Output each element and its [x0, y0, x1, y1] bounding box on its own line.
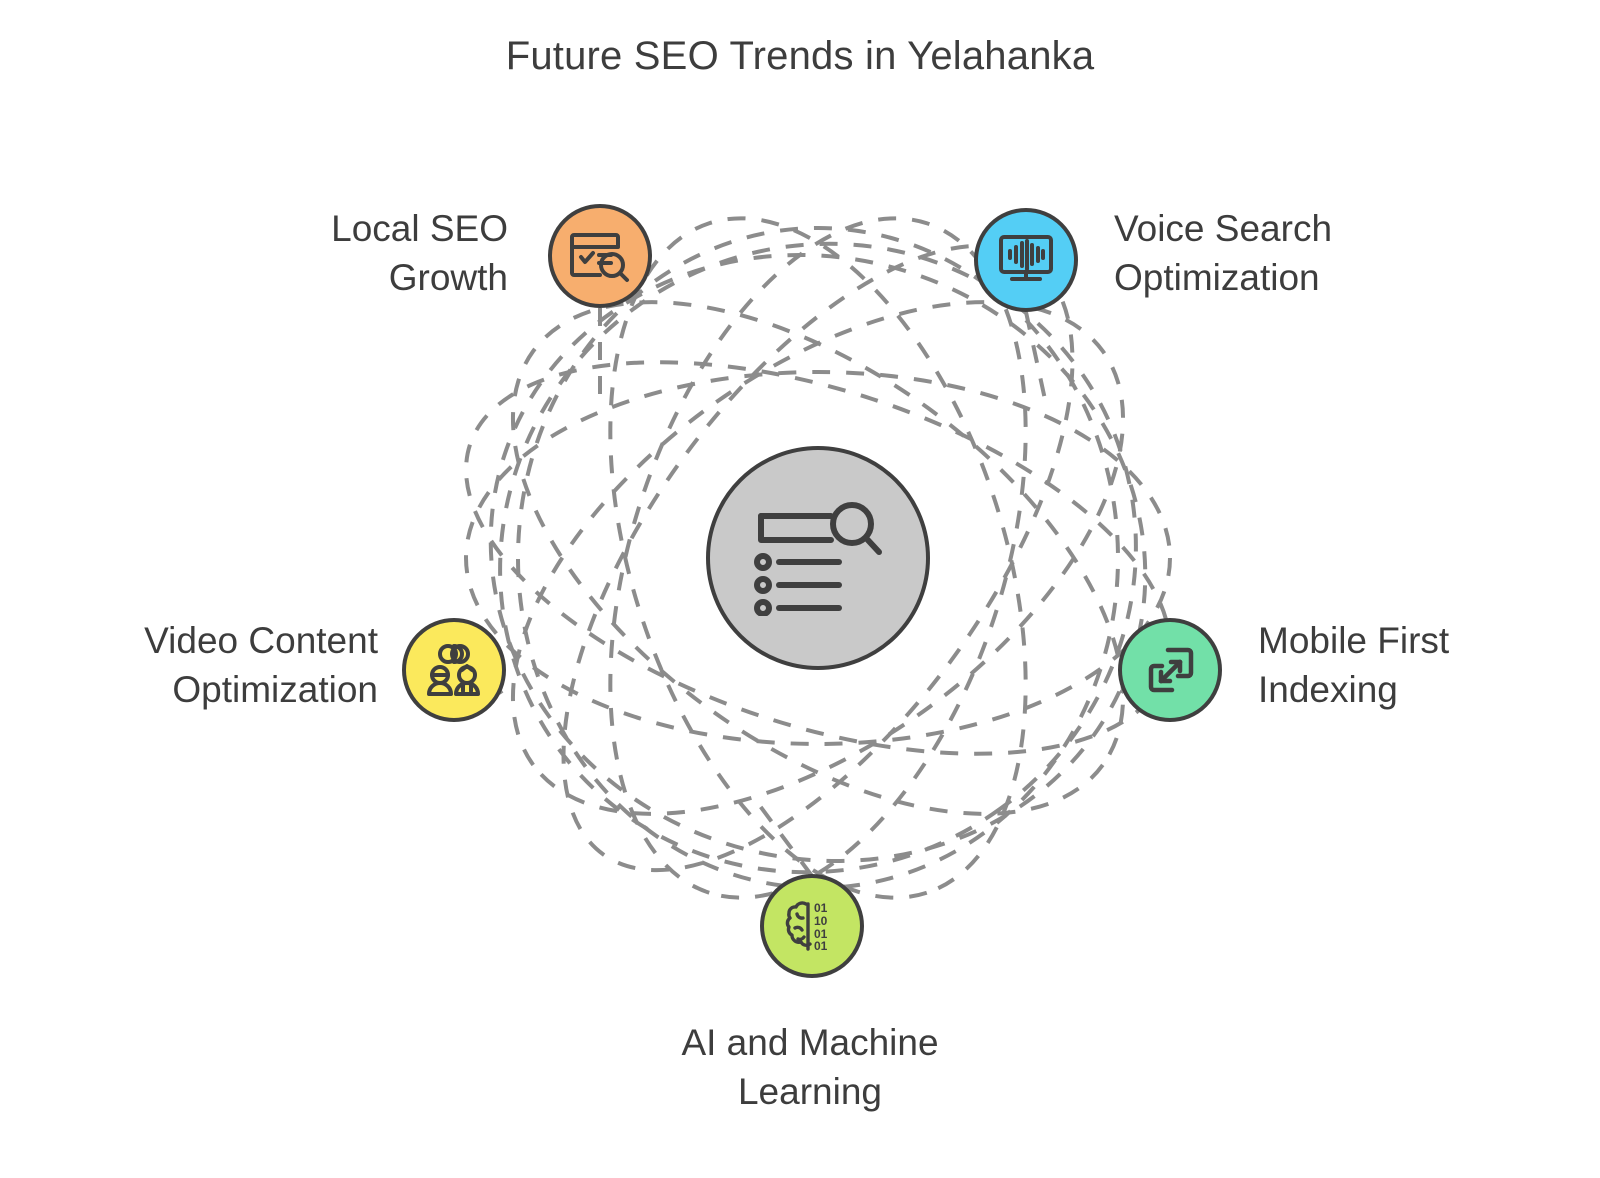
svg-text:10: 10: [814, 914, 828, 928]
label-video-content-optimization: Video Content Optimization: [144, 620, 378, 711]
node-video-content-optimization[interactable]: [402, 618, 506, 722]
node-local-seo-growth[interactable]: [548, 204, 652, 308]
node-voice-search-optimization[interactable]: [974, 208, 1078, 312]
label-voice-search-optimization: Voice Search Optimization: [1114, 208, 1333, 299]
search-results-list-icon: [753, 500, 883, 616]
brain-binary-icon: 01 10 01 01: [782, 898, 842, 954]
monitor-waveform-icon: [996, 232, 1056, 288]
page-title: Future SEO Trends in Yelahanka: [505, 34, 1095, 78]
node-ai-and-machine-learning[interactable]: 01 10 01 01: [760, 874, 864, 978]
responsive-devices-icon: [1142, 642, 1198, 698]
label-mobile-first-indexing: Mobile First Indexing: [1258, 620, 1450, 711]
svg-text:01: 01: [814, 901, 828, 915]
browser-check-search-icon: [569, 227, 631, 285]
svg-text:01: 01: [814, 939, 828, 953]
center-node[interactable]: [706, 446, 930, 670]
label-local-seo-growth: Local SEO Growth: [331, 208, 508, 299]
svg-text:01: 01: [814, 927, 828, 941]
people-group-icon: [425, 642, 483, 698]
node-mobile-first-indexing[interactable]: [1118, 618, 1222, 722]
label-ai-and-machine-learning: AI and Machine Learning: [681, 1022, 939, 1113]
